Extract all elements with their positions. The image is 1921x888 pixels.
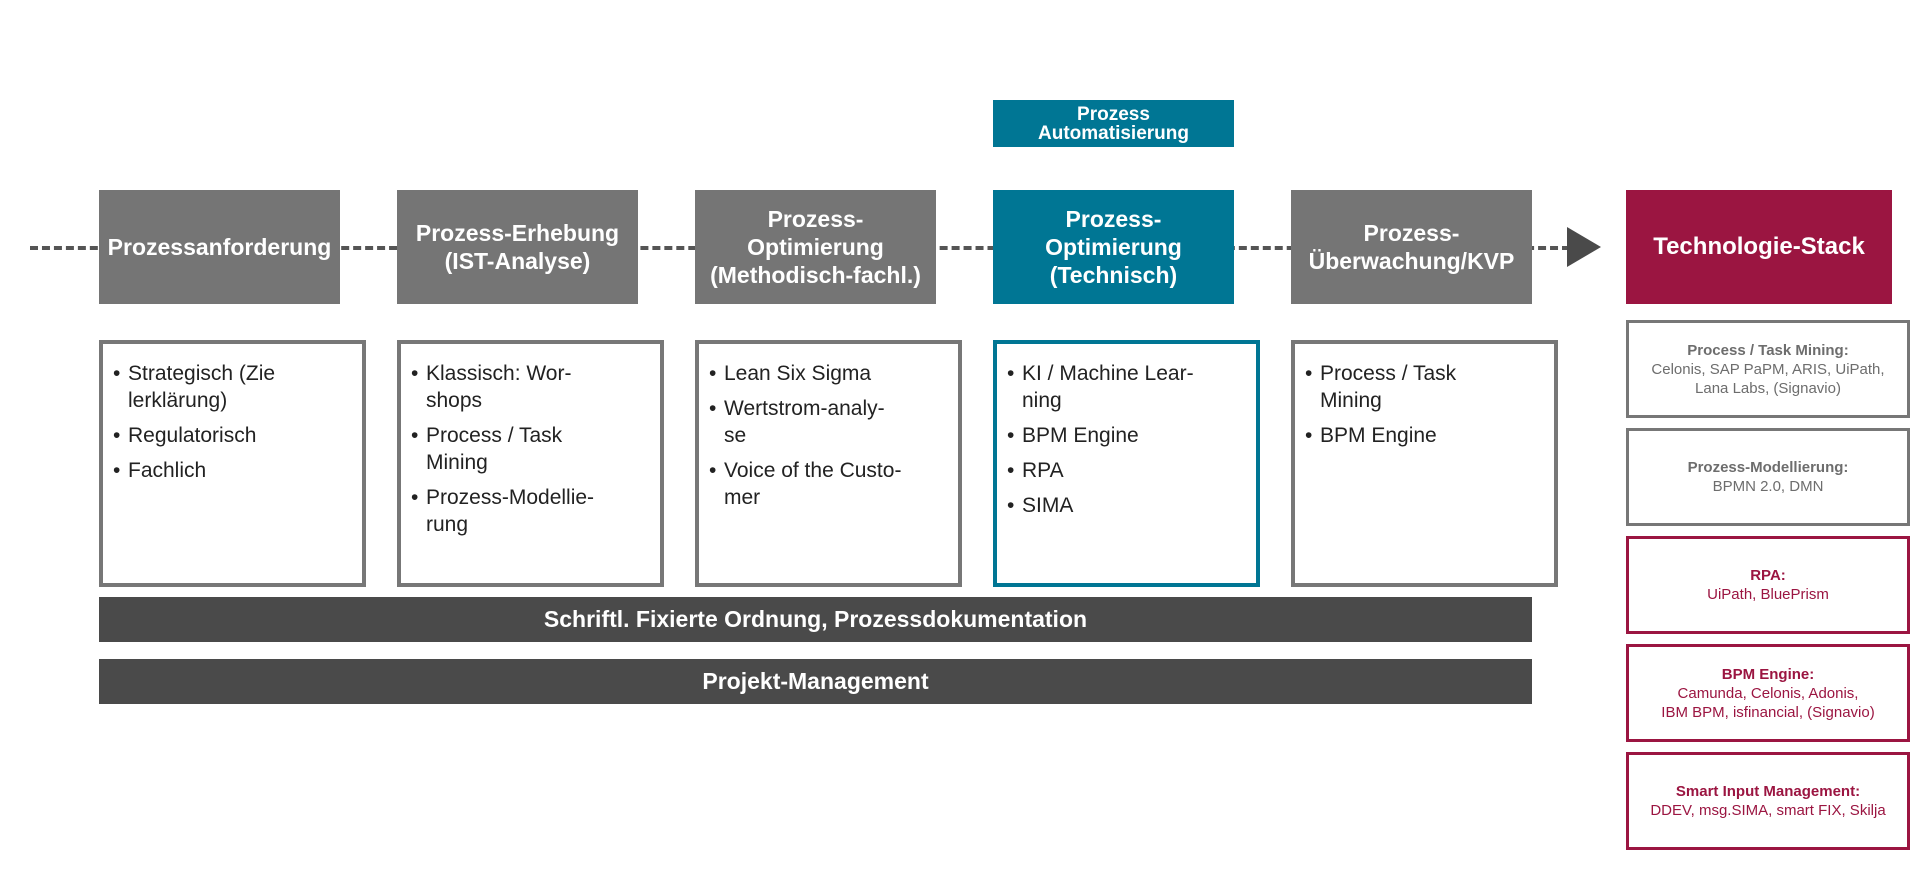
detail-item: Klassisch: Wor- shops bbox=[411, 360, 652, 414]
phase-details-optimierung-methodisch: Lean Six Sigma Wertstrom-analy- se Voice… bbox=[695, 340, 962, 587]
phase-details-ueberwachung-kvp: Process / Task Mining BPM Engine bbox=[1291, 340, 1558, 587]
tech-stack-heading: BPM Engine: bbox=[1721, 665, 1815, 683]
tech-stack-title: Technologie-Stack bbox=[1626, 190, 1892, 304]
tech-stack-line: Camunda, Celonis, Adonis, bbox=[1677, 684, 1859, 702]
detail-item: Process / Task Mining bbox=[411, 422, 652, 476]
detail-item: Wertstrom-analy- se bbox=[709, 395, 950, 449]
detail-item: SIMA bbox=[1007, 492, 1248, 519]
phase-optimierung-methodisch: Prozess- Optimierung (Methodisch-fachl.) bbox=[695, 190, 936, 304]
detail-item: Process / Task Mining bbox=[1305, 360, 1546, 414]
detail-item: RPA bbox=[1007, 457, 1248, 484]
phase-optimierung-technisch: Prozess- Optimierung (Technisch) bbox=[993, 190, 1234, 304]
tech-stack-process-mining: Process / Task Mining: Celonis, SAP PaPM… bbox=[1626, 320, 1910, 418]
detail-item: Lean Six Sigma bbox=[709, 360, 950, 387]
tech-stack-heading: Prozess-Modellierung: bbox=[1687, 459, 1849, 476]
automation-label: Prozess Automatisierung bbox=[993, 100, 1234, 147]
detail-item: Fachlich bbox=[113, 457, 354, 484]
detail-item: KI / Machine Lear- ning bbox=[1007, 360, 1248, 414]
phase-details-optimierung-technisch: KI / Machine Lear- ning BPM Engine RPA S… bbox=[993, 340, 1260, 587]
tech-stack-heading: Process / Task Mining: bbox=[1687, 341, 1849, 359]
tech-stack-line: BPMN 2.0, DMN bbox=[1712, 478, 1824, 495]
detail-item: Strategisch (Zie lerklärung) bbox=[113, 360, 354, 414]
tech-stack-heading: Smart Input Management: bbox=[1675, 783, 1861, 800]
phase-ueberwachung-kvp: Prozess- Überwachung/KVP bbox=[1291, 190, 1532, 304]
documentation-bar: Schriftl. Fixierte Ordnung, Prozessdokum… bbox=[99, 597, 1532, 642]
tech-stack-line: Lana Labs, (Signavio) bbox=[1695, 379, 1841, 397]
tech-stack-line: UiPath, BluePrism bbox=[1707, 586, 1829, 603]
tech-stack-modellierung: Prozess-Modellierung: BPMN 2.0, DMN bbox=[1626, 428, 1910, 526]
project-management-bar: Projekt-Management bbox=[99, 659, 1532, 704]
tech-stack-rpa: RPA: UiPath, BluePrism bbox=[1626, 536, 1910, 634]
tech-stack-line: Celonis, SAP PaPM, ARIS, UiPath, bbox=[1651, 360, 1885, 378]
detail-item: Prozess-Modellie- rung bbox=[411, 484, 652, 538]
tech-stack-line: IBM BPM, isfinancial, (Signavio) bbox=[1661, 703, 1875, 721]
phase-prozessanforderung: Prozessanforderung bbox=[99, 190, 340, 304]
tech-stack-bpm-engine: BPM Engine: Camunda, Celonis, Adonis, IB… bbox=[1626, 644, 1910, 742]
tech-stack-line: DDEV, msg.SIMA, smart FIX, Skilja bbox=[1650, 802, 1886, 819]
detail-item: BPM Engine bbox=[1007, 422, 1248, 449]
detail-item: Regulatorisch bbox=[113, 422, 354, 449]
phase-prozess-erhebung: Prozess-Erhebung (IST-Analyse) bbox=[397, 190, 638, 304]
flow-arrow-icon bbox=[1567, 227, 1601, 267]
tech-stack-smart-input: Smart Input Management: DDEV, msg.SIMA, … bbox=[1626, 752, 1910, 850]
phase-details-prozess-erhebung: Klassisch: Wor- shops Process / Task Min… bbox=[397, 340, 664, 587]
detail-item: BPM Engine bbox=[1305, 422, 1546, 449]
phase-details-prozessanforderung: Strategisch (Zie lerklärung) Regulatoris… bbox=[99, 340, 366, 587]
tech-stack-heading: RPA: bbox=[1750, 567, 1786, 584]
detail-item: Voice of the Custo- mer bbox=[709, 457, 950, 511]
